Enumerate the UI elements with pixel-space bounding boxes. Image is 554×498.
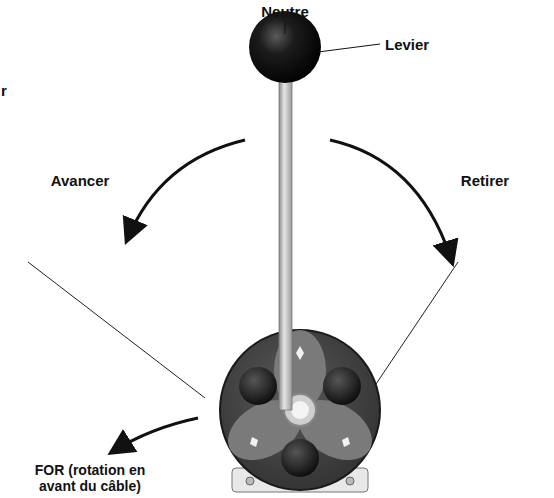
- direction-label: Avancer: [51, 172, 110, 189]
- rotation-label: FOR (rotation en avant du câble): [20, 462, 160, 494]
- lever-shaft: [279, 80, 292, 410]
- rotation-arrow: [112, 418, 198, 452]
- part-label: Levier: [385, 36, 429, 53]
- leader-line: [318, 44, 380, 52]
- guide-line: [28, 262, 205, 398]
- lever-knob: [249, 11, 321, 83]
- position-label: Neutre: [261, 3, 309, 20]
- motion-arrow: [127, 140, 245, 240]
- cut-text: r: [1, 82, 7, 99]
- motion-arrow: [330, 140, 452, 262]
- leader-line: [285, 22, 286, 34]
- direction-label: Retirer: [461, 172, 509, 189]
- guide-line: [372, 262, 458, 390]
- lever-base: [217, 330, 382, 490]
